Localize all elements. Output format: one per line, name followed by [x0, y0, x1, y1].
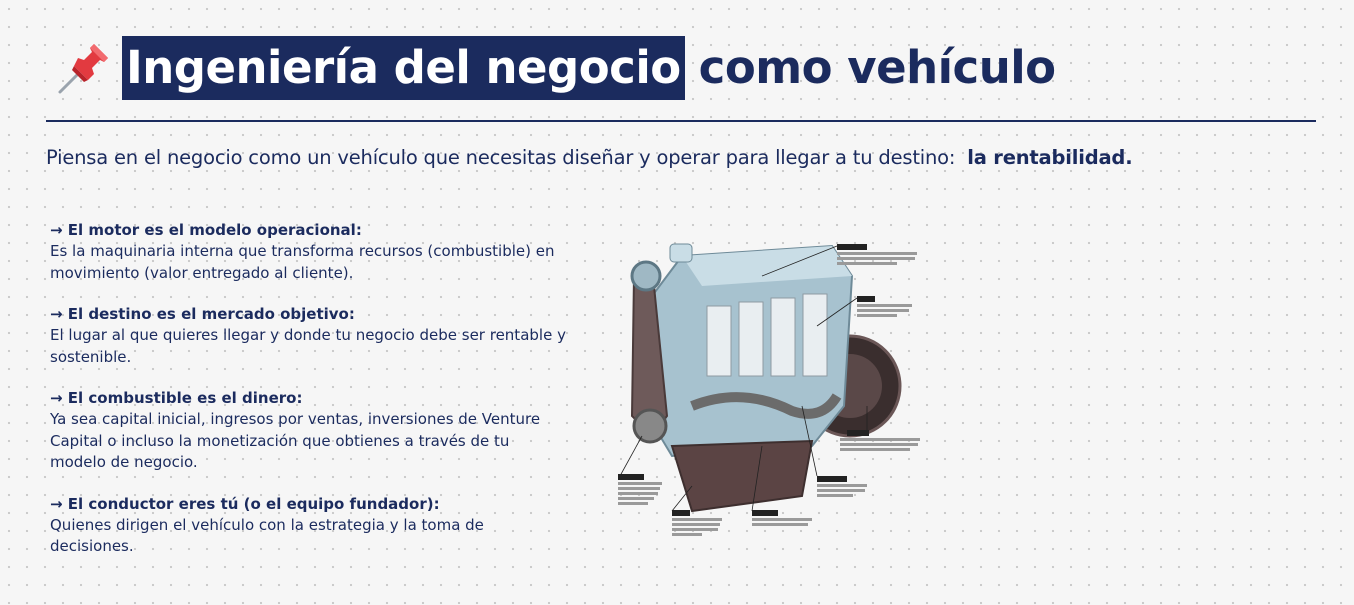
analogy-list: → El motor es el modelo operacional: Es …	[50, 220, 570, 578]
list-item: → El motor es el modelo operacional: Es …	[50, 220, 570, 284]
page-title: Ingeniería del negocio como vehículo	[122, 36, 1056, 100]
title-highlight: Ingeniería del negocio	[122, 36, 685, 100]
engine-illustration	[612, 236, 926, 550]
title-divider	[46, 120, 1316, 122]
item-body: Quienes dirigen el vehículo con la estra…	[50, 515, 484, 556]
title-rest: como vehículo	[698, 41, 1056, 94]
engine-cutaway-illustration	[618, 243, 920, 536]
item-body: Es la maquinaria interna que transforma …	[50, 242, 555, 282]
item-body: El lugar al que quieres llegar y donde t…	[50, 326, 566, 366]
list-item: → El combustible es el dinero: Ya sea ca…	[50, 388, 570, 474]
list-item: → El destino es el mercado objetivo: El …	[50, 304, 570, 368]
subtitle-emphasis: la rentabilidad.	[967, 146, 1133, 169]
item-title: → El motor es el modelo operacional:	[50, 221, 362, 239]
item-body: Ya sea capital inicial, ingresos por ven…	[50, 410, 541, 471]
subtitle: Piensa en el negocio como un vehículo qu…	[46, 146, 1336, 169]
item-title: → El combustible es el dinero:	[50, 389, 303, 407]
subtitle-text: Piensa en el negocio como un vehículo qu…	[46, 146, 956, 169]
list-item: → El conductor eres tú (o el equipo fund…	[50, 494, 570, 558]
item-title: → El conductor eres tú (o el equipo fund…	[50, 494, 440, 513]
pushpin-icon	[58, 44, 108, 94]
item-title: → El destino es el mercado objetivo:	[50, 305, 355, 323]
